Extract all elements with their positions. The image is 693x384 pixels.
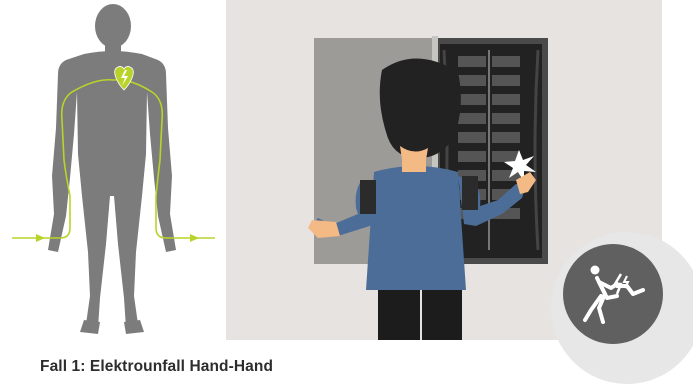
figure-caption: Fall 1: Elektrounfall Hand-Hand: [40, 358, 273, 376]
shock-badge: [551, 232, 693, 384]
arrow-out-icon: [190, 234, 199, 242]
arrow-in-icon: [36, 234, 45, 242]
human-silhouette-icon: [48, 4, 176, 334]
human-figure-illustration: [0, 0, 225, 345]
